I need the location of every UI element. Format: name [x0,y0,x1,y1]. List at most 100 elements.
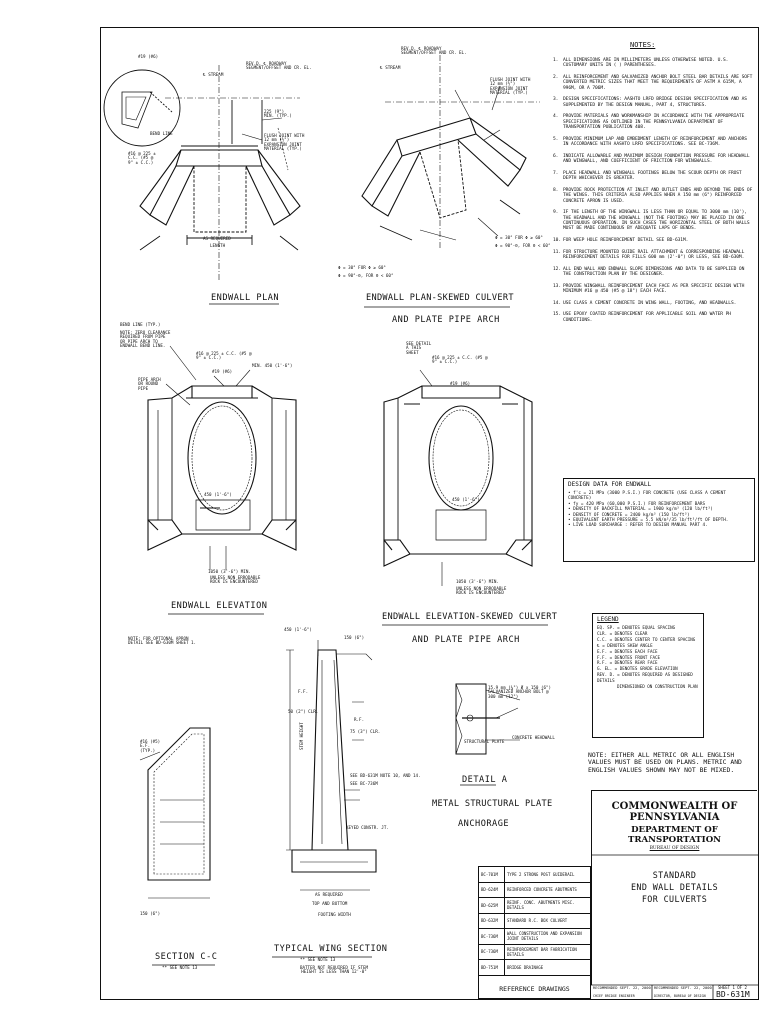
elev-rock-note: UNLESS NON ERRODABLE ROCK IS ENCOUNTERED [210,575,261,585]
legend-line: DIMENSIONED ON CONSTRUCTION PLAN [617,684,698,690]
note-item: 15.USE EPOXY COATED REINFORCEMENT FOR AP… [553,312,731,323]
notes-title: NOTES: [630,41,656,49]
view-title-underlines [152,303,548,966]
wing-section-view [286,640,377,891]
wing-as-req: AS REQUIRED [315,892,343,897]
plan-min-225: 225 (9") MIN. (TYP.) [264,109,292,119]
wing-dim-450: 450 (1'-6") [284,627,312,632]
legend-line: F.F. = DENOTES FRONT FACE [597,654,661,660]
note-item: 8.PROVIDE ROCK PROTECTION AT INLET AND O… [553,187,753,204]
elev-dim-450: 450 (1'-6") [204,492,232,497]
note-item: 14.USE CLASS A CEMENT CONCRETE IN WING W… [553,300,737,306]
reference-drawings-label: REFERENCE DRAWINGS [499,985,570,993]
wing-see-bd631: SEE BD-631M NOTE 10, AND 14. [350,773,421,778]
section-cc-note: ** SEE NOTE 13 [162,965,198,970]
design-data-line: • LIVE LOAD SURCHARGE : REFER TO DESIGN … [568,523,708,529]
skew-phi-sk: Φ = 90°-Θ, FOR Θ < 60° [495,243,551,248]
wing-keyed: KEYED CONSTR. JT. [346,825,389,830]
legend-line: R.F. = DENOTES REAR FACE [597,660,658,666]
skew-elev-see-detail: SEE DETAIL A THIS SHEET [406,341,432,355]
skewed-elevation-view [383,369,533,586]
title-endwall-elevation: ENDWALL ELEVATION [171,601,268,611]
wing-see-bc736: SEE BC-736M [350,781,378,786]
title-skewed-plan-1: ENDWALL PLAN-SKEWED CULVERT [366,293,514,303]
skew-elev-min-1050: 1050 (3'-6") MIN. [456,579,499,584]
note-item: 3.DESIGN SPECIFICATIONS: AASHTO LRFD BRI… [553,97,747,108]
sheet-number: SHEET 1 OF 2 [718,985,747,990]
wing-clr-50: 50 (2") CLR. [288,709,319,714]
title-detail-a: DETAIL A [462,775,508,785]
title-skewed-elevation-1: ENDWALL ELEVATION-SKEWED CULVERT [382,612,558,622]
plan-as-required: AS REQUIRED [203,236,231,241]
endwall-plan-view [103,65,301,280]
section-cc-view [139,727,211,899]
skew-phi-30-b: Φ = 30° FOR Φ ≥ 60° [338,265,386,270]
director-title: DIRECTOR, BUREAU OF DESIGN [654,994,706,998]
agency-line-2: DEPARTMENT OF TRANSPORTATION [627,825,722,845]
apron-note: NOTE: FOR OPTIONAL APRON DETAIL SEE BD-6… [128,636,197,646]
title-block-lines [591,854,759,1000]
plan-length: LENGTH [210,243,226,248]
bend-line-detail-circle [103,69,181,147]
detail-a-headwall: CONCRETE HEADWALL [512,735,555,740]
elev-zero-clearance: NOTE: ZERO CLEARANCE REQUIRED FROM PIPE … [120,330,171,349]
standard-line-2: END WALL DETAILS [630,882,719,892]
standard-title-block: STANDARD END WALL DETAILS FOR CULVERTS [591,855,757,985]
legend-line: EQ. SP. = DENOTES EQUAL SPACING [597,625,676,630]
standard-line-1: STANDARD [652,870,697,880]
recommended-2: RECOMMENDED SEPT. 22, 2000 [654,986,712,990]
note-item: 9.IF THE LENGTH OF THE WINGWALL IS LESS … [553,210,750,232]
section-dim-150: 150 (6") [140,911,161,916]
elev-bar-19: #19 (#6) [212,369,233,374]
endwall-elevation-view [147,345,297,570]
elev-bar-spacing: #16 @ 225 ± C.C. (#5 @ 9" ± C.C.) [196,351,252,361]
legend-line: C.C. = DENOTES CENTER TO CENTER SPACING [597,636,696,642]
note-item: 10.FOR WEEP HOLE REINFORCEMENT DETAIL SE… [553,238,689,244]
notes-list: 1.ALL DIMENSIONS ARE IN MILLIMETERS UNLE… [553,58,753,329]
legend-line: REV. D. = DENOTES REQUIRED AS DESIGNED D… [597,672,693,684]
wing-stem-height: STEM HEIGHT [299,722,304,750]
detail-spacing-callout: #16 @ 225 ± C.C. (#5 @ 9" ± C.C.) [128,151,156,165]
note-item: 7.PLACE HEADWALL AND WINGWALL FOOTINGS B… [553,170,742,182]
wing-footing-width: FOOTING WIDTH [318,912,351,917]
bend-line-callout: BEND LINE [150,131,173,136]
section-ef-typ: #16 (#5) E.F. (TYP.) [140,739,161,753]
agency-line-1: COMMONWEALTH OF PENNSYLVANIA [611,801,738,823]
recommended-1: RECOMMENDED SEPT. 22, 2000 [593,986,651,990]
skew-stream-label: ℄ STREAM [380,65,401,70]
note-item: 6.INDICATE ALLOWABLE AND MAXIMUM DESIGN … [553,153,750,165]
wing-clr-75: 75 (3") CLR. [350,729,381,734]
elev-pipe-arch: PIPE ARCH OR ROUND PIPE [138,377,161,391]
detail-bar-callout: #19 (#6) [138,54,159,59]
legend-box: LEGEND EQ. SP. = DENOTES EQUAL SPACING C… [592,613,704,738]
design-data-line: • fy = 420 MPa (60,000 P.S.I.) FOR REINF… [568,501,706,507]
skew-elev-bar-19: #19 (#6) [450,381,471,386]
skew-elev-bar-spacing: #16 @ 225 ± C.C. (#5 @ 9" ± C.C.) [432,355,488,365]
design-data-line: • EQUIVALENT EARTH PRESSURE = 5.5 kN/m³/… [568,518,729,524]
elev-bend-line-typ: BEND LINE (TYP.) [120,322,161,327]
wing-section-note-1: ** SEE NOTE 13 [300,957,336,962]
sheet-border [100,27,759,1000]
agency-block: COMMONWEALTH OF PENNSYLVANIA DEPARTMENT … [591,790,757,855]
legend-title: LEGEND [597,616,619,623]
note-item: 2.ALL REINFORCEMENT AND GALVANIZED ANCHO… [553,75,753,91]
standard-line-3: FOR CULVERTS [641,894,708,904]
note-item: 4.PROVIDE MATERIALS AND WORKMANSHIP IN A… [553,114,745,131]
title-skewed-elevation-2: AND PLATE PIPE ARCH [412,635,520,645]
design-data-title: DESIGN DATA FOR ENDWALL [568,481,652,488]
title-skewed-plan-2: AND PLATE PIPE ARCH [392,315,500,325]
elev-min-450: MIN. 450 (1'-6") [252,363,293,368]
skewed-plan-view [361,55,540,250]
note-item: 13.PROVIDE WINGWALL REINFORCEMENT EACH F… [553,283,745,295]
legend-line: E.F. = DENOTES EACH FACE [597,648,658,654]
skew-phi-sk-b: Φ = 90°-Θ, FOR Θ < 60° [338,273,394,278]
design-data-line: • f'c = 21 MPa (3000 P.S.I.) FOR CONCRET… [568,491,726,502]
plan-stream-label: ℄ STREAM [203,72,224,77]
design-data-box: DESIGN DATA FOR ENDWALL • f'c = 21 MPa (… [563,478,755,562]
